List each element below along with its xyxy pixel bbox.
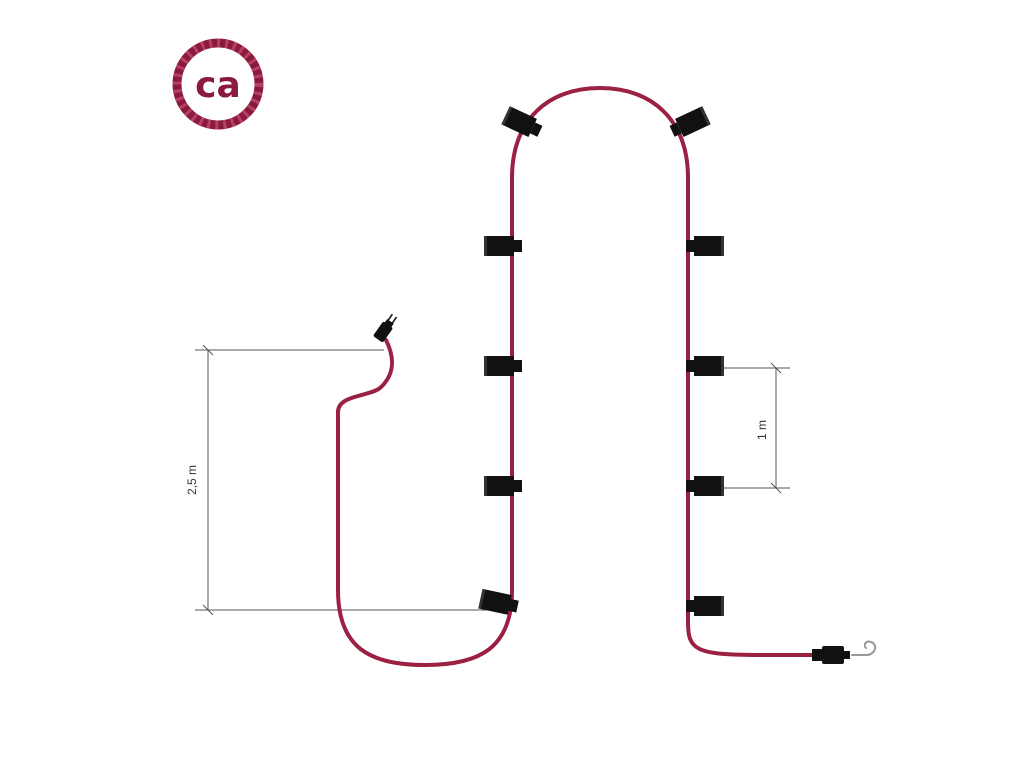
end-connector-icon	[812, 646, 850, 664]
lamp-socket-icon	[686, 476, 724, 496]
lamp-socket-icon	[686, 596, 724, 616]
lamp-socket-icon	[686, 236, 724, 256]
lamp-socket-icon	[686, 356, 724, 376]
lamp-socket-icon	[484, 476, 522, 496]
dimension-spacing	[704, 362, 790, 494]
lamp-socket-icon	[484, 356, 522, 376]
lamp-socket-icon	[669, 106, 711, 137]
hook-icon	[851, 640, 877, 656]
dimension-spacing-label: 1 m	[755, 420, 769, 440]
dimension-lead	[195, 344, 500, 616]
power-plug-icon	[373, 313, 398, 343]
lamp-socket-icon	[478, 588, 519, 615]
lamp-socket-icon	[501, 106, 543, 137]
brand-logo: ca	[172, 38, 264, 130]
logo-text: ca	[195, 65, 241, 106]
lamp-socket-icon	[484, 236, 522, 256]
cable	[336, 85, 820, 668]
dimension-lead-label: 2,5 m	[185, 465, 199, 495]
